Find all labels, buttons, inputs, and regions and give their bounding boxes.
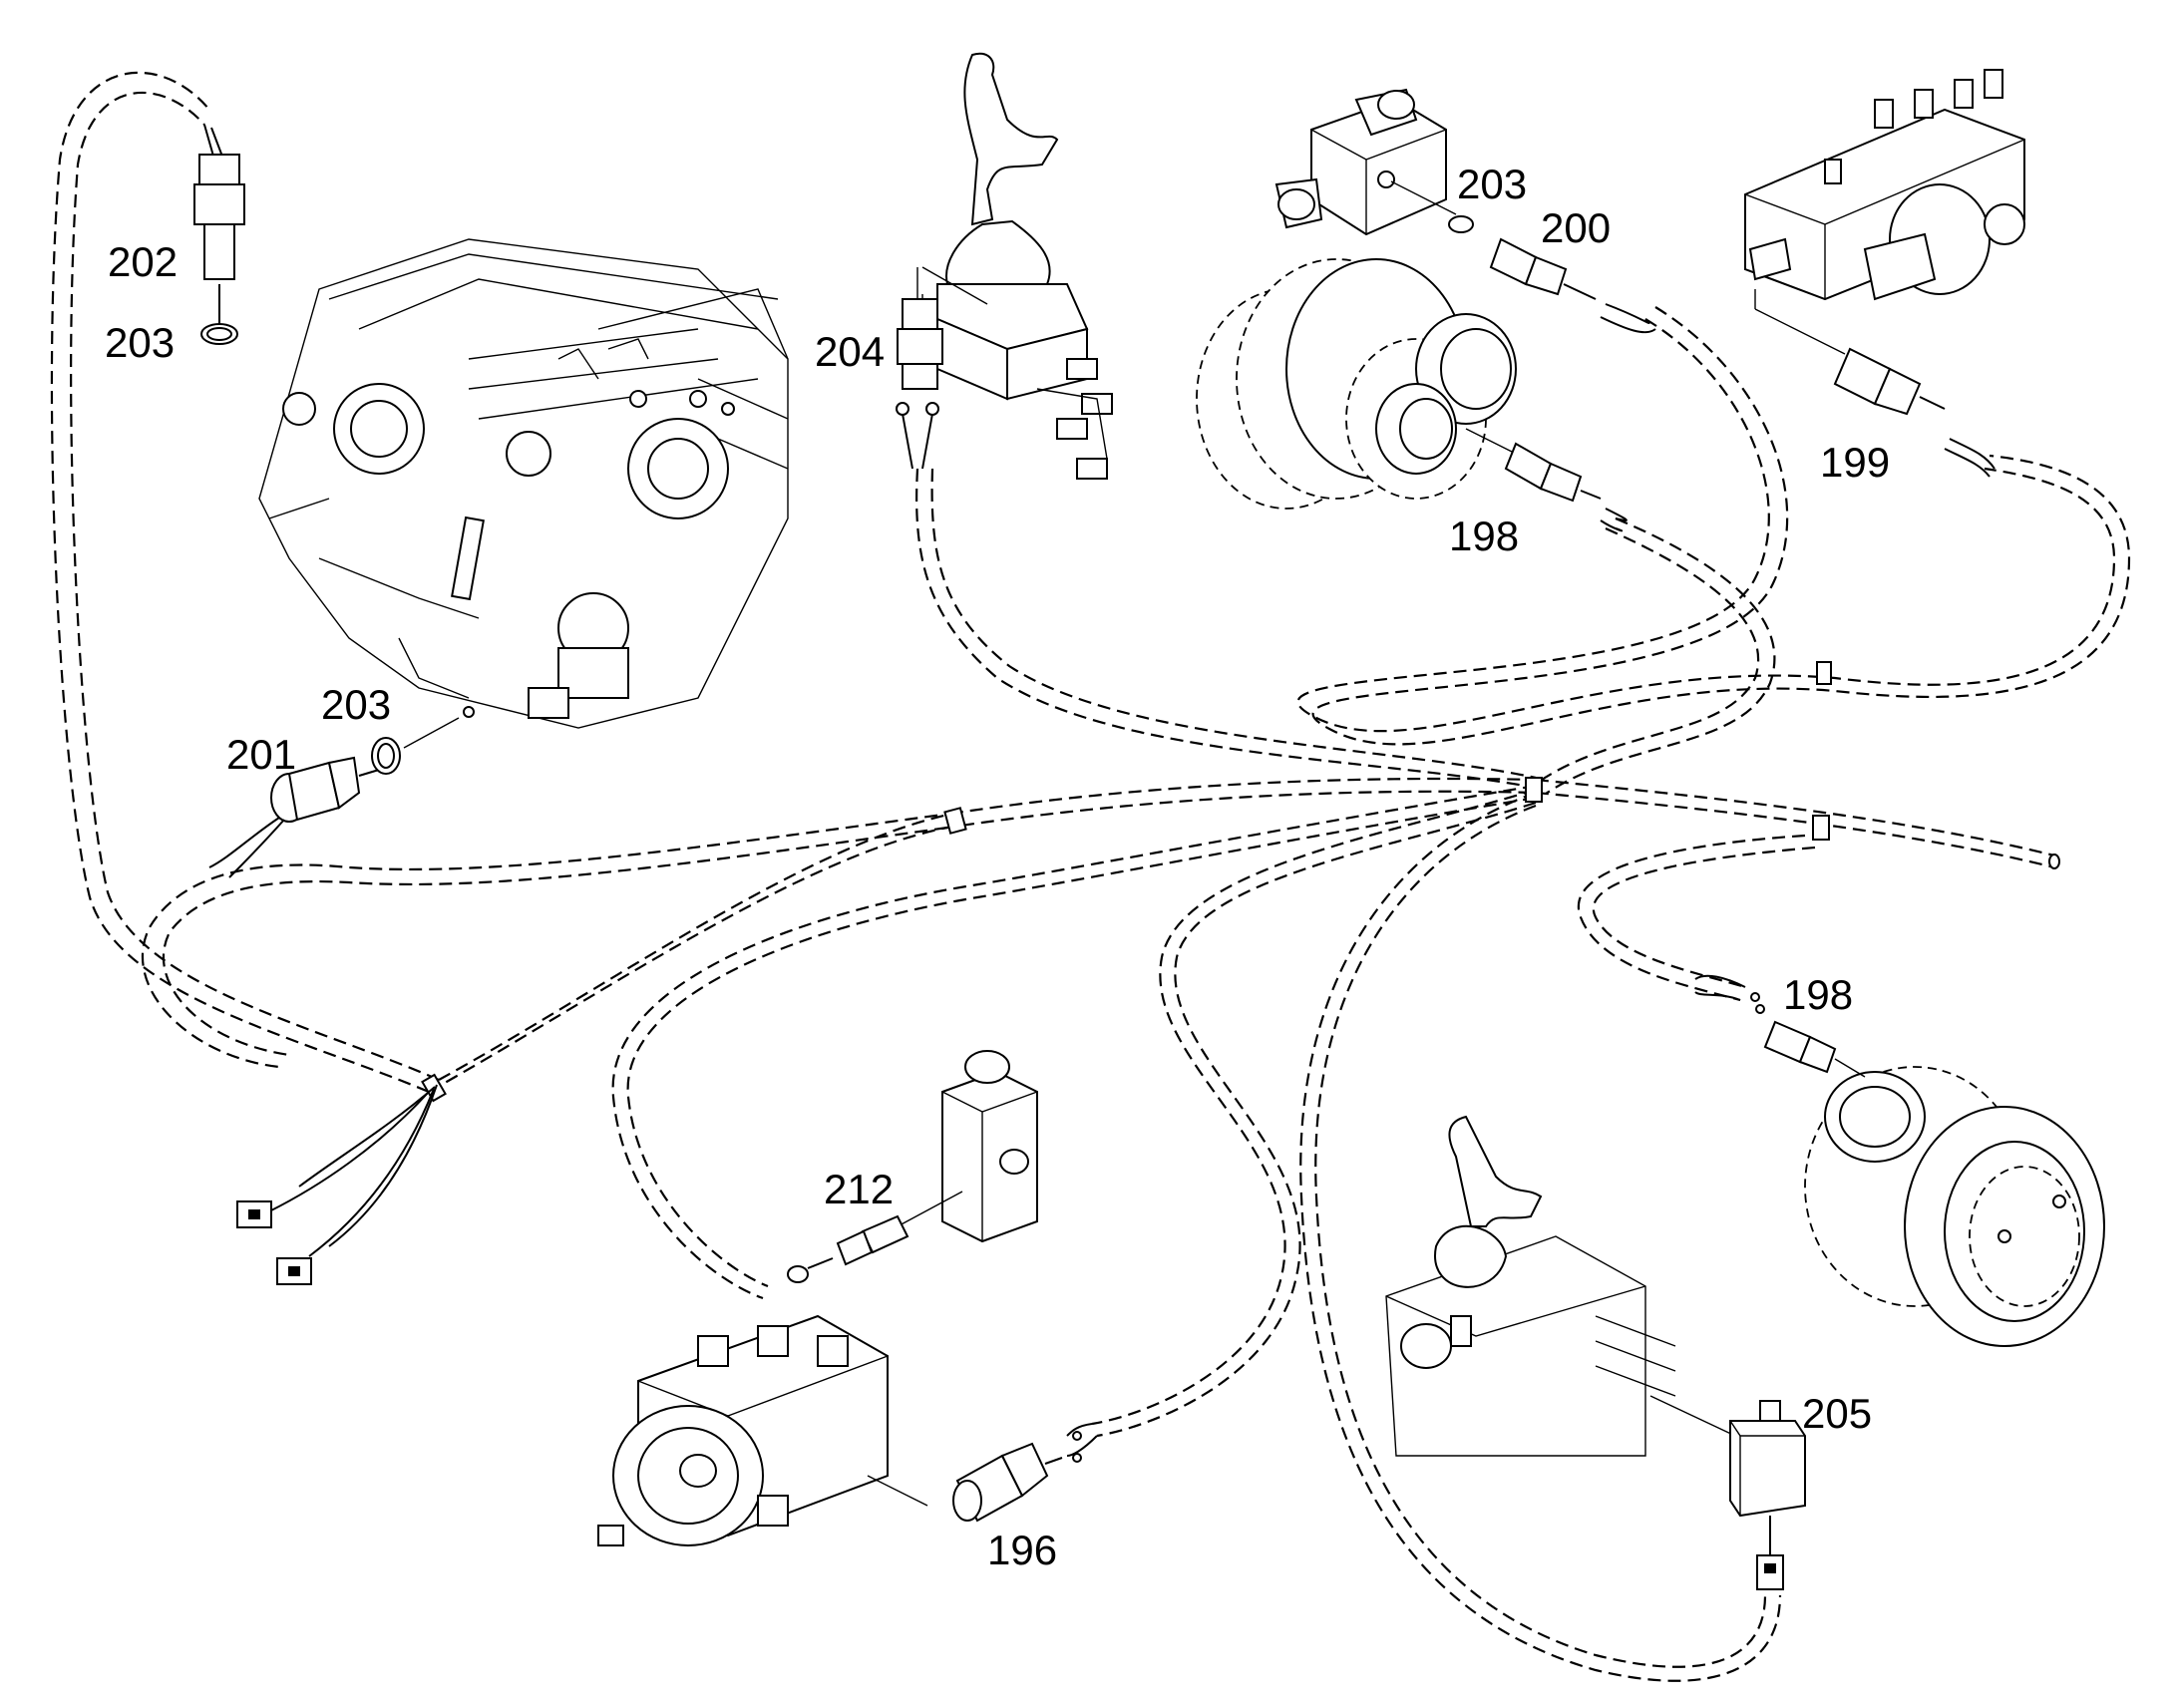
sensor-198-upper bbox=[1465, 428, 1628, 532]
callout-198: 198 bbox=[1783, 971, 1853, 1018]
callout-202: 202 bbox=[108, 238, 178, 285]
sensor-202 bbox=[193, 124, 245, 345]
callout-212: 212 bbox=[824, 1166, 894, 1212]
engine-block bbox=[258, 238, 789, 729]
callout-205: 205 bbox=[1802, 1390, 1872, 1437]
callout-labels: 202 203 203 201 204 203 200 199 198 198 … bbox=[105, 161, 1890, 1573]
joystick-upper bbox=[921, 52, 1113, 480]
manifold-199 bbox=[1744, 69, 2025, 355]
sensor-196 bbox=[952, 1423, 1098, 1523]
callout-203: 203 bbox=[1457, 161, 1527, 207]
callout-200: 200 bbox=[1541, 204, 1611, 251]
sensor-200 bbox=[1390, 180, 1656, 334]
callout-198: 198 bbox=[1449, 512, 1519, 559]
o-ring-203 bbox=[1448, 215, 1474, 233]
sensor-201 bbox=[208, 706, 475, 878]
left-harness-connectors bbox=[236, 1084, 438, 1285]
callout-199: 199 bbox=[1820, 439, 1890, 486]
hydraulic-pump bbox=[597, 1314, 928, 1546]
valve-block-200 bbox=[1274, 88, 1447, 236]
main-harness bbox=[50, 71, 2131, 1682]
callout-201: 201 bbox=[226, 731, 296, 778]
sensor-199 bbox=[1833, 347, 1996, 478]
callout-203: 203 bbox=[105, 319, 175, 366]
joystick-lower bbox=[1385, 1115, 1736, 1457]
travel-motor-upper bbox=[1196, 258, 1517, 510]
travel-motor-lower bbox=[1804, 1066, 2105, 1347]
reservoir-212 bbox=[897, 1050, 1038, 1243]
sensor-212 bbox=[787, 1214, 909, 1283]
sensor-198-lower bbox=[1694, 974, 1866, 1078]
callout-196: 196 bbox=[987, 1527, 1057, 1573]
switch-204 bbox=[896, 267, 943, 470]
switch-205 bbox=[1729, 1400, 1806, 1590]
callout-204: 204 bbox=[815, 328, 885, 375]
callout-203: 203 bbox=[321, 681, 391, 728]
